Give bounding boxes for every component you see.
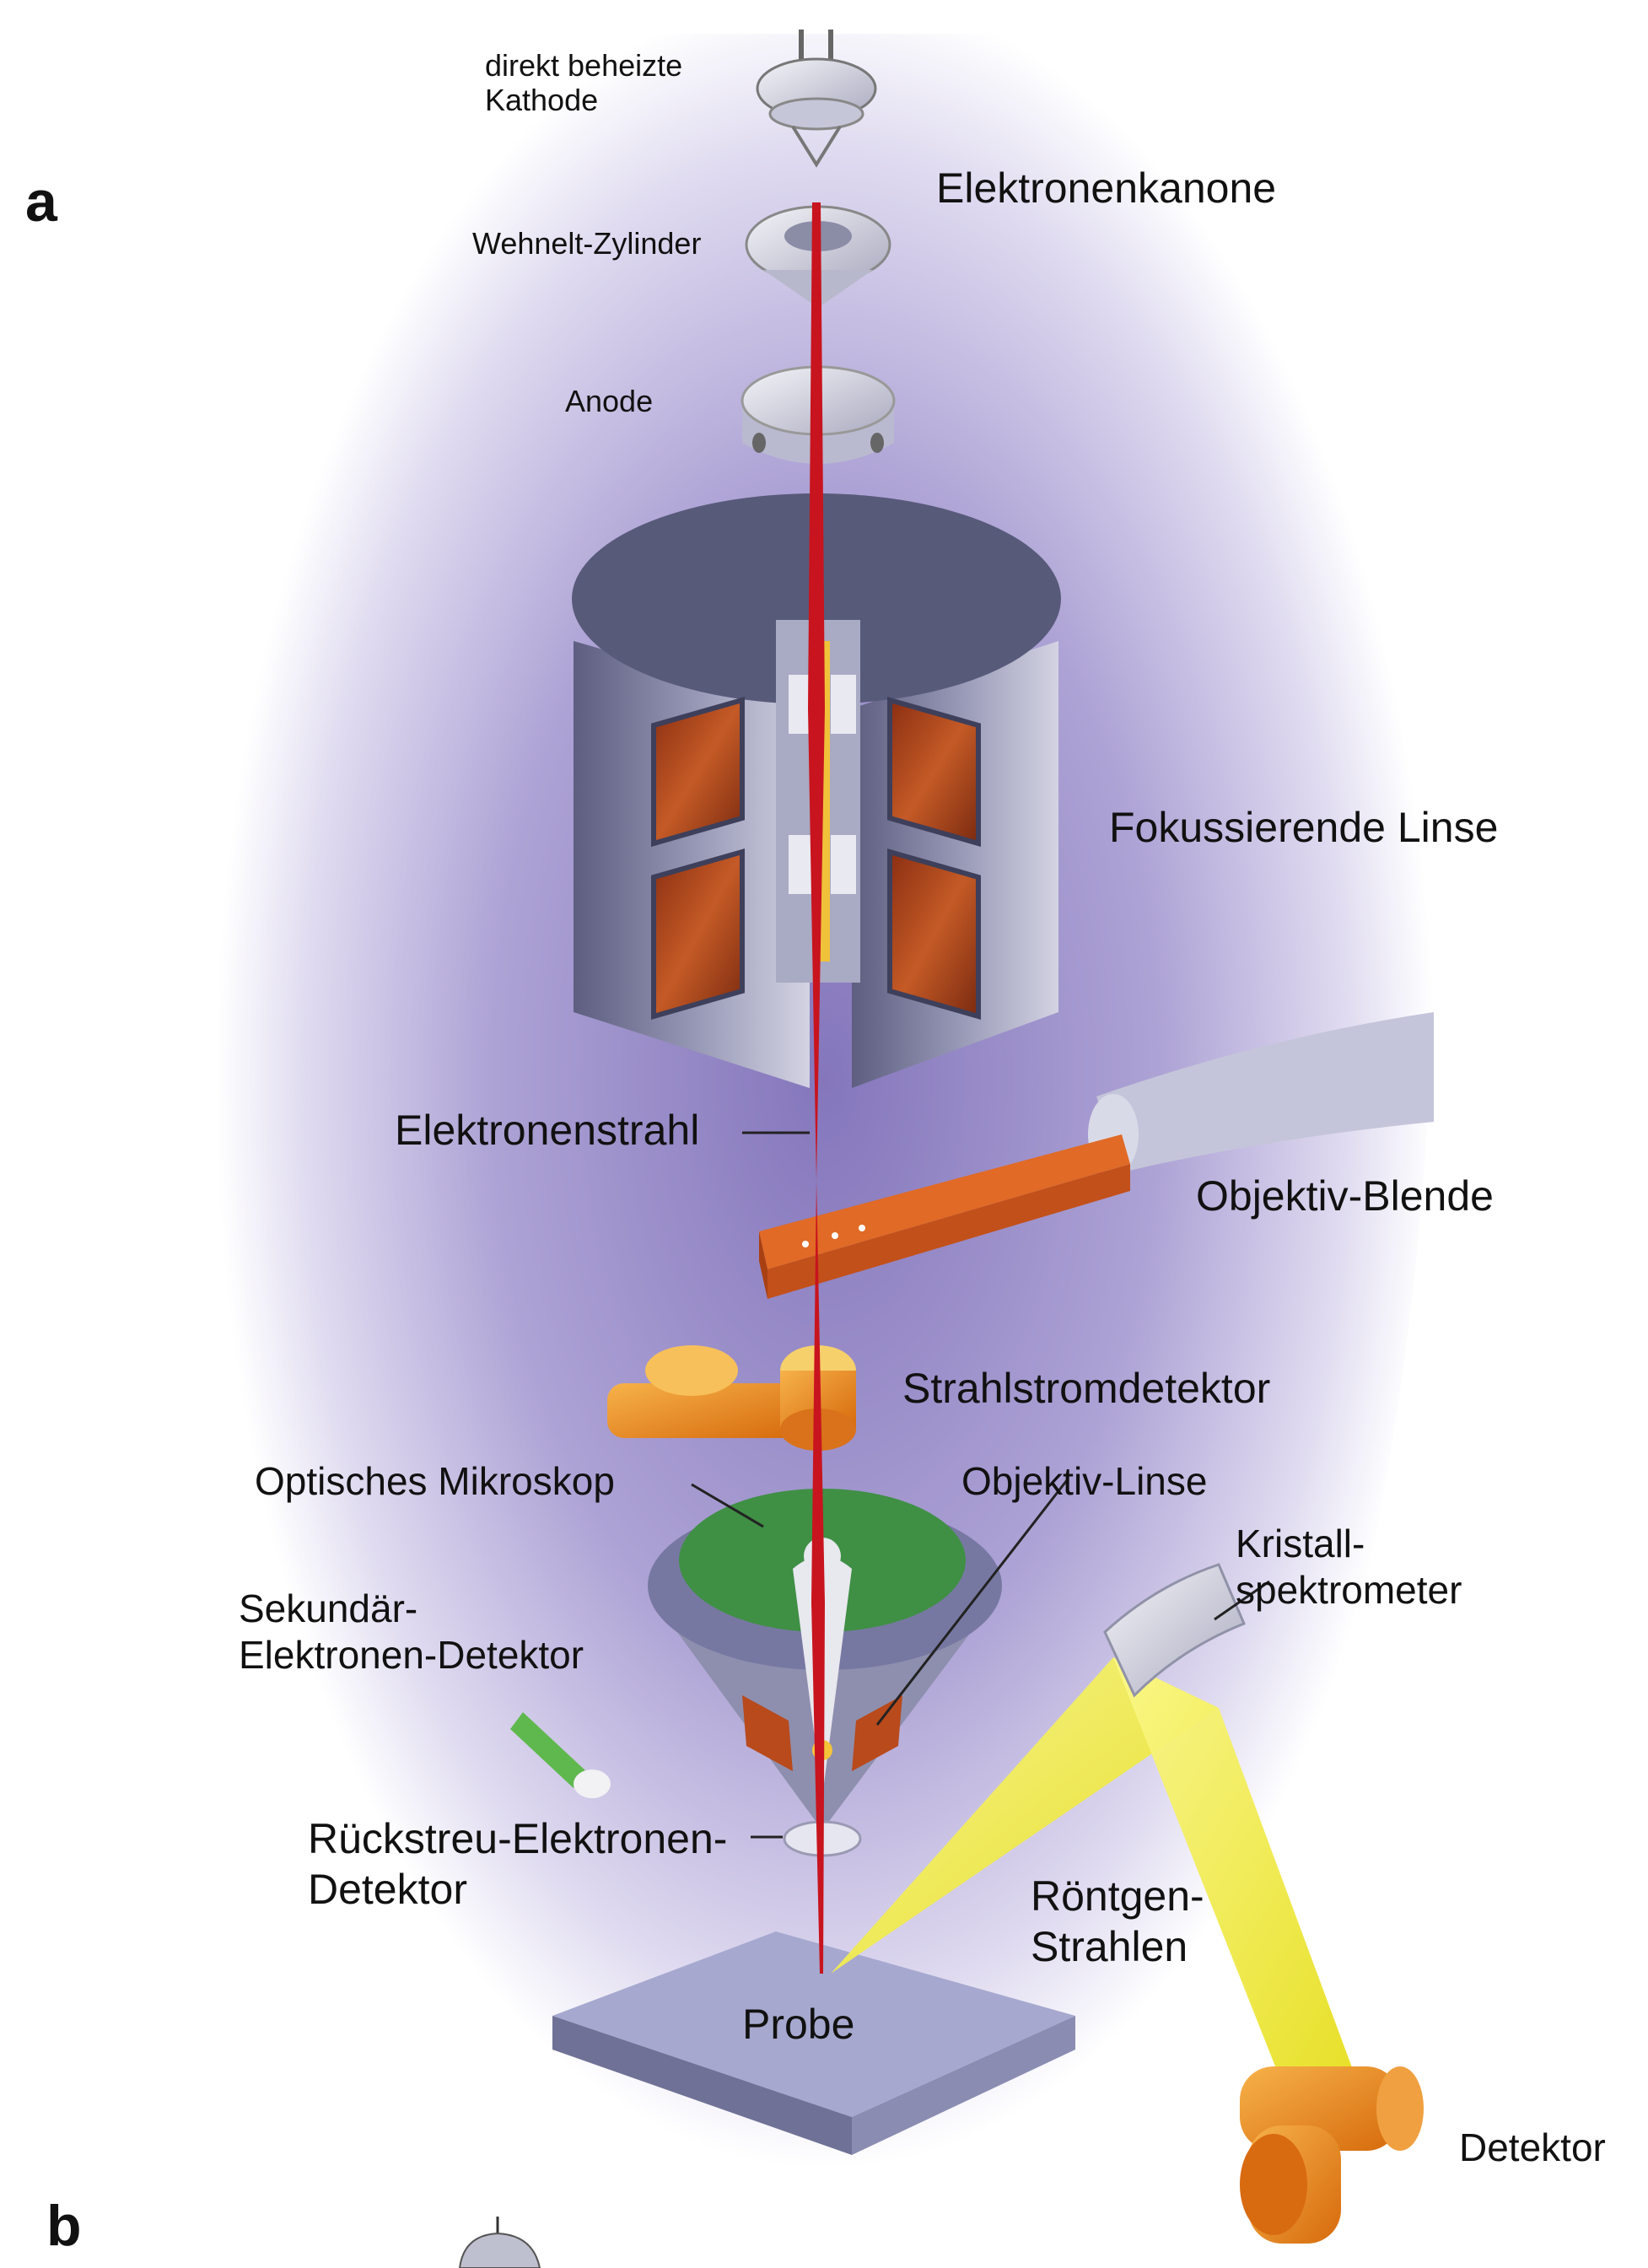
beam-current-detector-label: Strahlstromdetektor: [902, 1365, 1270, 1414]
panel-label-a: a: [25, 169, 57, 234]
detector-label: Detektor: [1459, 2125, 1606, 2170]
wehnelt-label: Wehnelt-Zylinder: [472, 226, 701, 261]
secondary-electron-detector-label: Sekundär- Elektronen-Detektor: [239, 1586, 584, 1678]
panel-b-cathode-icon: [460, 2217, 540, 2268]
xray-detector-icon: [1240, 2066, 1424, 2244]
sample-label: Probe: [742, 2001, 854, 2050]
panel-label-b: b: [46, 2193, 82, 2259]
objective-lens-label: Objektiv-Linse: [961, 1459, 1207, 1504]
optical-microscope-label: Optisches Mikroskop: [255, 1459, 615, 1504]
focusing-lens-label: Fokussierende Linse: [1109, 804, 1498, 853]
backscatter-detector-label: Rückstreu-Elektronen- Detektor: [308, 1813, 727, 1915]
objective-aperture-label: Objektiv-Blende: [1196, 1172, 1494, 1221]
xrays-label: Röntgen- Strahlen: [1031, 1871, 1204, 1972]
crystal-spectrometer-label: Kristall- spektrometer: [1236, 1521, 1462, 1613]
anode-label: Anode: [565, 384, 653, 418]
electron-gun-label: Elektronenkanone: [936, 164, 1276, 213]
cathode-label: direkt beheizte Kathode: [485, 48, 682, 118]
electron-beam-label: Elektronenstrahl: [395, 1107, 699, 1156]
